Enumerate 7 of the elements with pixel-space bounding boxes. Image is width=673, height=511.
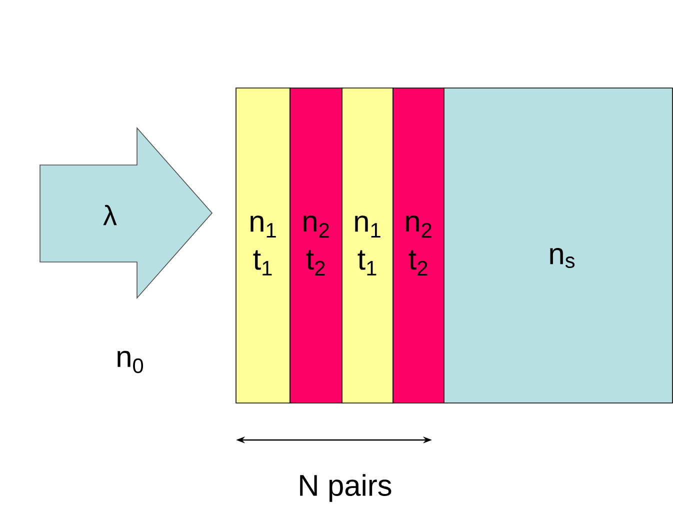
layer-box: n$_{1}$ t$_{1}$ — [342, 88, 394, 404]
layer-box: n$_{2}$ t$_{2}$ — [392, 88, 444, 404]
text-label: n$_{0}$ — [118, 350, 144, 374]
layer-box: n$_{1}$ t$_{1}$ — [236, 88, 290, 404]
text-label: N pairs — [300, 474, 392, 502]
layer-box: n$_{2}$ t$_{2}$ — [290, 88, 342, 404]
substrate-box: n$_{s}$ — [444, 88, 673, 404]
